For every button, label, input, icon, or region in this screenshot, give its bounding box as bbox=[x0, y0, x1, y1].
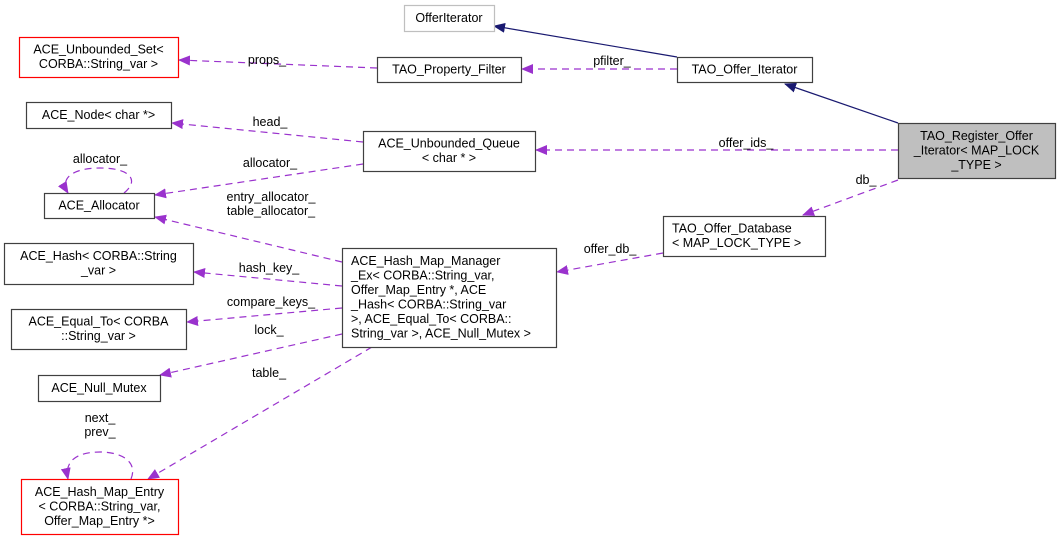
node-label: ACE_Allocator bbox=[58, 198, 139, 212]
node-box bbox=[662, 215, 827, 258]
node-box bbox=[403, 4, 496, 33]
usage-edge-tao-property-filter-to-ace-unbounded-set bbox=[178, 55, 378, 69]
node-label: ACE_Hash< CORBA::String bbox=[20, 249, 177, 263]
node-label: >, ACE_Equal_To< CORBA:: bbox=[351, 312, 512, 326]
node-label: < CORBA::String_var, bbox=[39, 499, 161, 513]
usage-edge-ace-hash-map-entry-to-ace-hash-map-entry bbox=[60, 451, 134, 480]
edge-labels-layer: props_pfilter_head_allocator_allocator_o… bbox=[73, 53, 878, 439]
node-ace-unbounded-queue[interactable]: ACE_Unbounded_Queue< char * > bbox=[362, 130, 537, 173]
edge-label: allocator_ bbox=[243, 156, 298, 170]
node-label: ::String_var > bbox=[61, 329, 136, 343]
node-label: ACE_Unbounded_Set< bbox=[33, 43, 163, 57]
node-ace-hash[interactable]: ACE_Hash< CORBA::String_var > bbox=[3, 242, 195, 286]
edge-label: offer_db_ bbox=[584, 242, 638, 256]
node-label: String_var >, ACE_Null_Mutex > bbox=[351, 327, 531, 341]
usage-edge-ace-hash-map-manager-ex-to-ace-hash bbox=[193, 268, 343, 287]
node-ace-hash-map-manager-ex[interactable]: ACE_Hash_Map_Manager_Ex< CORBA::String_v… bbox=[341, 247, 558, 349]
node-tao-offer-iterator[interactable]: TAO_Offer_Iterator bbox=[676, 56, 814, 84]
node-label: ACE_Unbounded_Queue bbox=[378, 137, 520, 151]
node-box bbox=[3, 242, 195, 286]
node-tao-offer-database[interactable]: TAO_Offer_Database< MAP_LOCK_TYPE > bbox=[662, 215, 827, 258]
node-label: ACE_Hash_Map_Manager bbox=[351, 254, 500, 268]
node-label: < MAP_LOCK_TYPE > bbox=[672, 236, 801, 250]
node-label: TAO_Register_Offer bbox=[920, 129, 1033, 143]
node-label: Offer_Map_Entry *> bbox=[44, 514, 155, 528]
node-box bbox=[362, 130, 537, 173]
inheritance-edge-tao-register-offer-iterator-to-tao-offer-iterator bbox=[784, 82, 899, 124]
edge-label: allocator_ bbox=[73, 152, 128, 166]
inheritance-edge-tao-offer-iterator-to-offer-iterator bbox=[493, 22, 678, 58]
node-label: Offer_Map_Entry *, ACE bbox=[351, 283, 486, 297]
usage-edge-ace-hash-map-manager-ex-to-ace-equal-to bbox=[186, 307, 343, 326]
node-label: ACE_Equal_To< CORBA bbox=[28, 315, 169, 329]
edge-label: table_allocator_ bbox=[227, 204, 316, 218]
node-box bbox=[376, 56, 523, 84]
node-label: _Hash< CORBA::String_var bbox=[350, 298, 506, 312]
edge-label: lock_ bbox=[254, 323, 284, 337]
edge-label: compare_keys_ bbox=[227, 295, 316, 309]
node-label: < char * > bbox=[422, 151, 476, 165]
node-label: _Ex< CORBA::String_var, bbox=[350, 269, 494, 283]
node-ace-null-mutex[interactable]: ACE_Null_Mutex bbox=[37, 374, 162, 403]
nodes-layer: OfferIteratorACE_Unbounded_Set<CORBA::St… bbox=[3, 4, 1057, 536]
node-label: TAO_Property_Filter bbox=[392, 62, 506, 76]
node-offer-iterator[interactable]: OfferIterator bbox=[403, 4, 496, 33]
node-ace-equal-to[interactable]: ACE_Equal_To< CORBA::String_var > bbox=[10, 308, 188, 351]
edge-label: head_ bbox=[253, 115, 289, 129]
usage-edge-ace-hash-map-manager-ex-to-ace-hash-map-entry bbox=[147, 346, 373, 480]
node-ace-allocator[interactable]: ACE_Allocator bbox=[43, 192, 156, 220]
edge-label: props_ bbox=[248, 53, 287, 67]
usage-edge-tao-offer-database-to-ace-hash-map-manager-ex bbox=[556, 252, 664, 275]
node-box bbox=[37, 374, 162, 403]
node-label: ACE_Null_Mutex bbox=[51, 381, 147, 395]
edge-label: db_ bbox=[856, 173, 878, 187]
usage-edge-ace-hash-map-manager-ex-to-ace-allocator bbox=[154, 214, 343, 263]
node-label: OfferIterator bbox=[415, 11, 482, 25]
node-label: _TYPE > bbox=[950, 158, 1001, 172]
node-tao-property-filter[interactable]: TAO_Property_Filter bbox=[376, 56, 523, 84]
usage-edge-ace-allocator-to-ace-allocator bbox=[57, 167, 133, 194]
node-label: ACE_Hash_Map_Entry bbox=[35, 485, 165, 499]
node-ace-unbounded-set[interactable]: ACE_Unbounded_Set<CORBA::String_var > bbox=[18, 36, 180, 79]
edge-label: pfilter_ bbox=[593, 54, 632, 68]
usage-edge-ace-unbounded-queue-to-ace-node bbox=[171, 119, 364, 143]
node-box bbox=[25, 101, 173, 130]
node-label: CORBA::String_var > bbox=[39, 57, 158, 71]
node-label: _var > bbox=[80, 264, 116, 278]
edge-label: table_ bbox=[252, 366, 287, 380]
node-box bbox=[341, 247, 558, 349]
node-tao-register-offer-iterator[interactable]: TAO_Register_Offer_Iterator< MAP_LOCK_TY… bbox=[897, 122, 1057, 180]
node-label: ACE_Node< char *> bbox=[42, 108, 155, 122]
node-box bbox=[676, 56, 814, 84]
edge-label: entry_allocator_ bbox=[227, 190, 317, 204]
node-box bbox=[20, 478, 180, 536]
node-label: TAO_Offer_Database bbox=[672, 222, 792, 236]
node-ace-hash-map-entry[interactable]: ACE_Hash_Map_Entry< CORBA::String_var, O… bbox=[20, 478, 180, 536]
edge-label: next_ bbox=[85, 411, 117, 425]
node-box bbox=[897, 122, 1057, 180]
node-label: TAO_Offer_Iterator bbox=[692, 62, 798, 76]
node-box bbox=[18, 36, 180, 79]
node-ace-node[interactable]: ACE_Node< char *> bbox=[25, 101, 173, 130]
node-box bbox=[43, 192, 156, 220]
edge-label: prev_ bbox=[84, 425, 116, 439]
node-box bbox=[10, 308, 188, 351]
edges-layer bbox=[57, 22, 899, 480]
edge-label: offer_ids_ bbox=[719, 136, 775, 150]
edge-label: hash_key_ bbox=[239, 261, 301, 275]
usage-edge-tao-register-offer-iterator-to-tao-offer-database bbox=[802, 179, 899, 216]
node-label: _Iterator< MAP_LOCK bbox=[913, 143, 1040, 157]
